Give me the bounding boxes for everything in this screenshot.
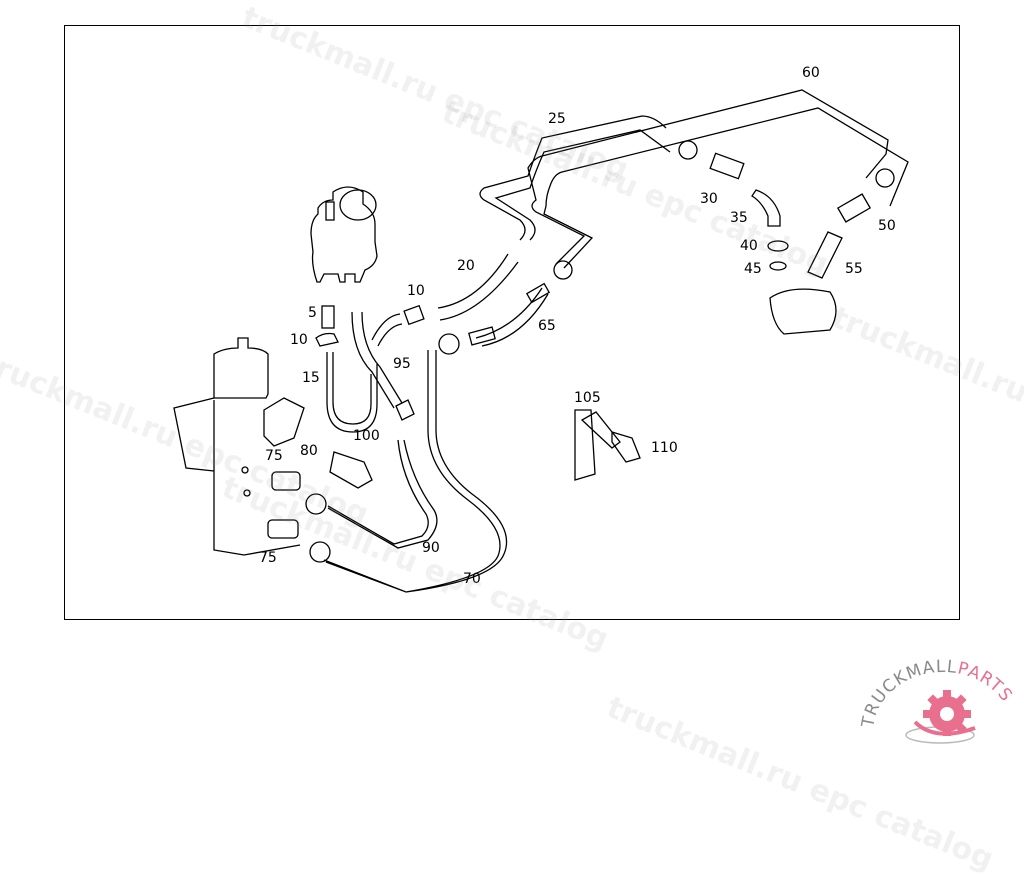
callout-20: 20 — [457, 258, 475, 274]
callout-25: 25 — [548, 111, 566, 127]
callout-105: 105 — [574, 390, 601, 406]
callout-35: 35 — [730, 210, 748, 226]
callout-60: 60 — [802, 65, 820, 81]
callout-15: 15 — [302, 370, 320, 386]
diagram-frame — [64, 25, 960, 620]
callout-30: 30 — [700, 191, 718, 207]
callout-65: 65 — [538, 318, 556, 334]
callout-110: 110 — [651, 440, 678, 456]
callout-50: 50 — [878, 218, 896, 234]
callout-80: 80 — [300, 443, 318, 459]
parts-diagram — [173, 89, 909, 593]
callout-10-left: 10 — [290, 332, 308, 348]
truckmallparts-logo: TRUCKMALLPARTS — [855, 650, 1024, 750]
callout-95: 95 — [393, 356, 411, 372]
callout-75-bottom: 75 — [259, 550, 277, 566]
hoses — [323, 253, 549, 593]
callout-40: 40 — [740, 238, 758, 254]
callout-5: 5 — [308, 305, 317, 321]
rigid-lines — [479, 89, 909, 269]
callout-70: 70 — [463, 571, 481, 587]
callout-100: 100 — [353, 428, 380, 444]
callout-75-top: 75 — [265, 448, 283, 464]
callout-45: 45 — [744, 261, 762, 277]
callout-90: 90 — [422, 540, 440, 556]
steering-gear-part — [173, 337, 305, 556]
reservoir-part — [310, 186, 378, 283]
callout-55: 55 — [845, 261, 863, 277]
callout-10-right: 10 — [407, 283, 425, 299]
gear-logo-icon: TRUCKMALLPARTS — [858, 657, 1015, 744]
fittings — [267, 140, 895, 563]
